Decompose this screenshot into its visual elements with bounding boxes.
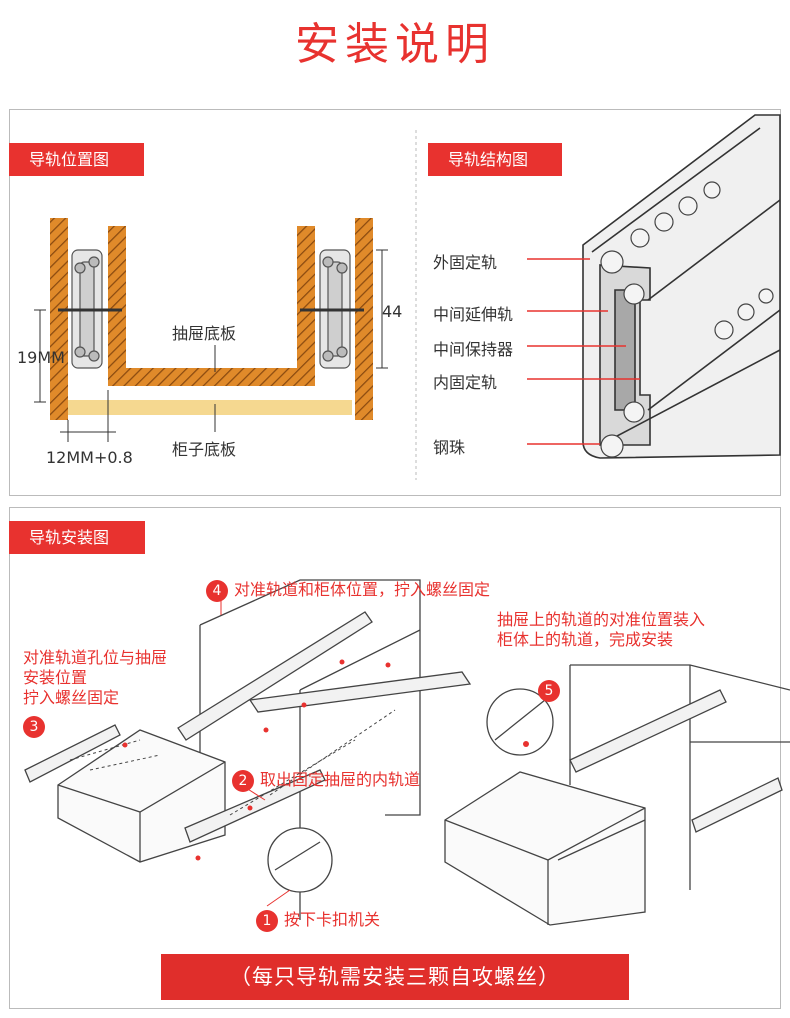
step-1: 1 按下卡扣机关 bbox=[256, 906, 380, 932]
step-5-line-2: 柜体上的轨道，完成安装 bbox=[497, 630, 674, 649]
part-label-steel-ball: 钢珠 bbox=[433, 438, 466, 457]
cabinet-right-wall bbox=[355, 218, 373, 420]
installation-tag: 导轨安装图 bbox=[9, 521, 145, 554]
dim-44-label: 44 bbox=[382, 302, 403, 321]
step-5-line-1: 抽屉上的轨道的对准位置装入 bbox=[497, 610, 706, 629]
part-label-inner-rail: 内固定轨 bbox=[433, 373, 498, 392]
step-4-text: 对准轨道和柜体位置，拧入螺丝固定 bbox=[234, 580, 491, 599]
steel-balls bbox=[600, 181, 774, 458]
step-5-marker: 5 bbox=[538, 680, 566, 702]
drawer-bottom bbox=[108, 368, 315, 386]
step-1-number: 1 bbox=[256, 910, 278, 932]
dim-19-label: 19MM bbox=[17, 348, 65, 367]
page-title: 安装说明 bbox=[295, 19, 495, 70]
step-5-text: 抽屉上的轨道的对准位置装入 柜体上的轨道，完成安装 bbox=[497, 610, 705, 650]
step-2-text: 取出固定抽屉的内轨道 bbox=[260, 770, 421, 789]
drawer-right-wall bbox=[297, 226, 315, 386]
rail-structure-drawing bbox=[582, 114, 781, 459]
drawer-left-wall bbox=[108, 226, 126, 386]
rail-position-tag: 导轨位置图 bbox=[9, 143, 144, 176]
step-3-line-2: 安装位置 bbox=[23, 668, 88, 687]
step-3-number: 3 bbox=[23, 716, 45, 738]
step-5-number: 5 bbox=[538, 680, 560, 702]
step-2: 2 取出固定抽屉的内轨道 bbox=[232, 766, 420, 792]
step-3-line-1: 对准轨道孔位与抽屉 bbox=[23, 648, 168, 667]
step-1-text: 按下卡扣机关 bbox=[284, 910, 381, 929]
part-label-retainer: 中间保持器 bbox=[433, 340, 514, 359]
cabinet-bottom-label: 柜子底板 bbox=[172, 440, 237, 459]
drawer-bottom-label: 抽屉底板 bbox=[172, 324, 237, 343]
dim-12-label: 12MM+0.8 bbox=[46, 448, 133, 467]
cabinet-left-wall bbox=[50, 218, 68, 420]
step-2-number: 2 bbox=[232, 770, 254, 792]
step-3-line-3: 拧入螺丝固定 bbox=[23, 688, 120, 707]
screw-note-banner: （每只导轨需安装三颗自攻螺丝） bbox=[161, 954, 629, 1000]
step-3-text: 对准轨道孔位与抽屉 安装位置 拧入螺丝固定 bbox=[23, 648, 167, 708]
step-4-number: 4 bbox=[206, 580, 228, 602]
left-slide-section bbox=[58, 249, 122, 369]
part-leader-lines bbox=[527, 258, 640, 445]
right-slide-section bbox=[300, 249, 364, 369]
part-label-middle-rail: 中间延伸轨 bbox=[433, 305, 514, 324]
cabinet-bottom-board bbox=[50, 400, 352, 415]
step-4: 4 对准轨道和柜体位置，拧入螺丝固定 bbox=[206, 576, 490, 602]
part-label-outer-rail: 外固定轨 bbox=[433, 253, 498, 272]
rail-structure-tag: 导轨结构图 bbox=[428, 143, 562, 176]
step-3-marker: 3 bbox=[23, 716, 51, 738]
